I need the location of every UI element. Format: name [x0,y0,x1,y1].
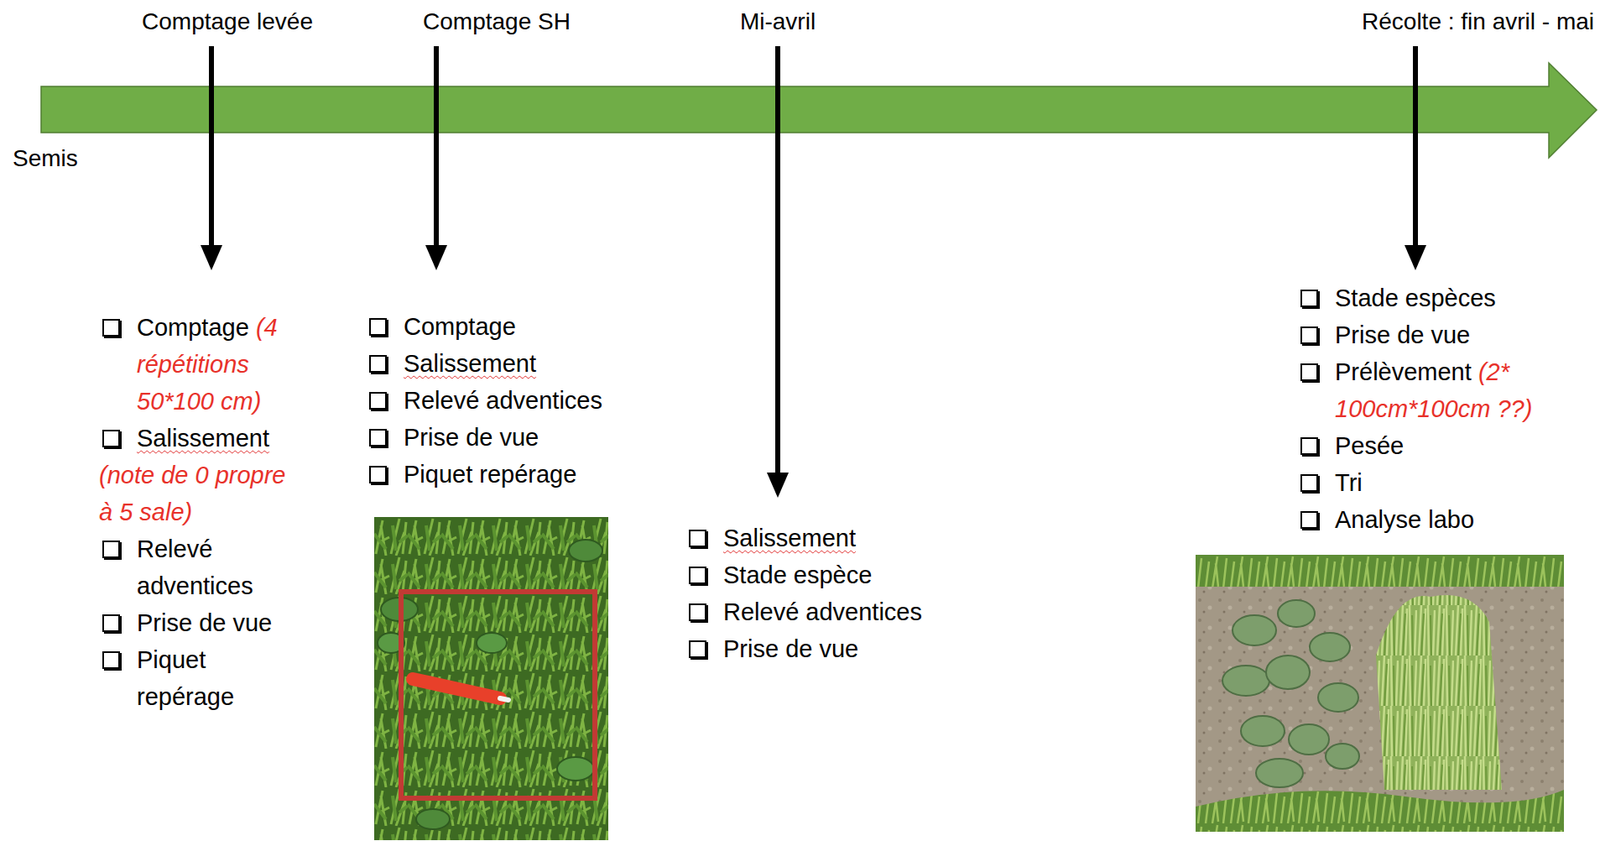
checklist-item: Comptage [369,307,673,345]
checklist-item: Prise de vue [102,604,301,642]
checklist-item: Relevé adventices [688,593,992,631]
checklist-item: Salissement [369,344,673,382]
stage-label: Comptage SH [422,6,571,37]
checklist: Stade espècesPrise de vuePrélèvement(2* … [1300,279,1547,538]
checkbox-icon [102,651,120,669]
start-label: Semis [12,143,79,174]
task-text: Prise de vue [1334,321,1470,349]
checklist-item: Salissement [102,419,301,457]
checkbox-icon [1300,437,1319,455]
task-text: Prise de vue [136,609,272,636]
checklist-item: Relevé adventices [369,381,673,419]
checkbox-icon [102,540,120,558]
checkbox-icon [688,603,707,621]
checkbox-icon [369,391,387,410]
note-text: (note de 0 propre à 5 sale) [99,461,286,526]
task-text: Stade espèce [723,561,872,589]
task-text: Piquet repérage [403,460,577,488]
checklist-item: Prise de vue [688,630,992,668]
checkbox-icon [102,318,120,337]
checklist: ComptageSalissementRelevé adventicesPris… [369,307,673,493]
task-text: Piquet repérage [136,646,235,710]
checkbox-icon [688,640,707,658]
task-text: Salissement [136,424,270,452]
task-text: Relevé adventices [723,598,923,626]
checkbox-icon [688,566,707,584]
checklist-item: Stade espèces [1300,279,1547,317]
stage-label: Comptage levée [141,6,313,37]
task-text: Analyse labo [1334,505,1475,533]
checklist-item: Comptage(4 répétitions 50*100 cm) [102,308,301,420]
checkbox-icon [102,614,120,632]
task-text: Salissement [403,349,537,377]
checklist-item: Analyse labo [1300,500,1547,538]
checklist-item: Salissement [688,519,992,557]
checklist-item: (note de 0 propre à 5 sale) [99,456,298,531]
task-text: Stade espèces [1334,284,1496,312]
task-text: Pesée [1334,432,1404,459]
checklist-item: Relevé adventices [102,530,301,605]
checkbox-icon [369,428,387,447]
checklist: SalissementStade espèceRelevé adventices… [688,519,992,668]
checklist-item: Piquet repérage [369,455,673,493]
checkbox-icon [369,354,387,373]
task-text: Salissement [723,524,856,552]
task-text: Prise de vue [723,635,859,662]
task-text: Comptage [136,313,250,341]
checkbox-icon [1300,510,1319,529]
checklist-item: Pesée [1300,427,1547,464]
checkbox-icon [1300,474,1319,492]
checklist-item: Piquet repérage [102,641,301,715]
checklist-item: Prélèvement(2* 100cm*100cm ??) [1300,353,1547,428]
task-text: Relevé adventices [403,386,603,414]
checkbox-icon [369,317,387,336]
stage-label: Récolte : fin avril - mai [1361,6,1595,37]
task-text: Relevé adventices [136,535,254,600]
checklist-item: Prise de vue [369,418,673,456]
checkbox-icon [369,465,387,484]
checkbox-icon [1300,289,1319,308]
task-text: Comptage [403,312,516,340]
task-text: Prélèvement [1334,358,1472,386]
checklist-item: Tri [1300,463,1547,501]
checklist: Comptage(4 répétitions 50*100 cm) Salisse… [102,308,301,715]
checkbox-icon [1300,326,1319,344]
stage-label: Mi-avril [740,6,816,37]
checklist-item: Prise de vue [1300,316,1547,354]
checklist-item: Stade espèce [688,556,992,594]
task-text: Prise de vue [403,423,539,451]
checkbox-icon [688,529,707,548]
checkbox-icon [1300,363,1319,381]
task-text: Tri [1334,469,1363,496]
checkbox-icon [102,429,120,448]
